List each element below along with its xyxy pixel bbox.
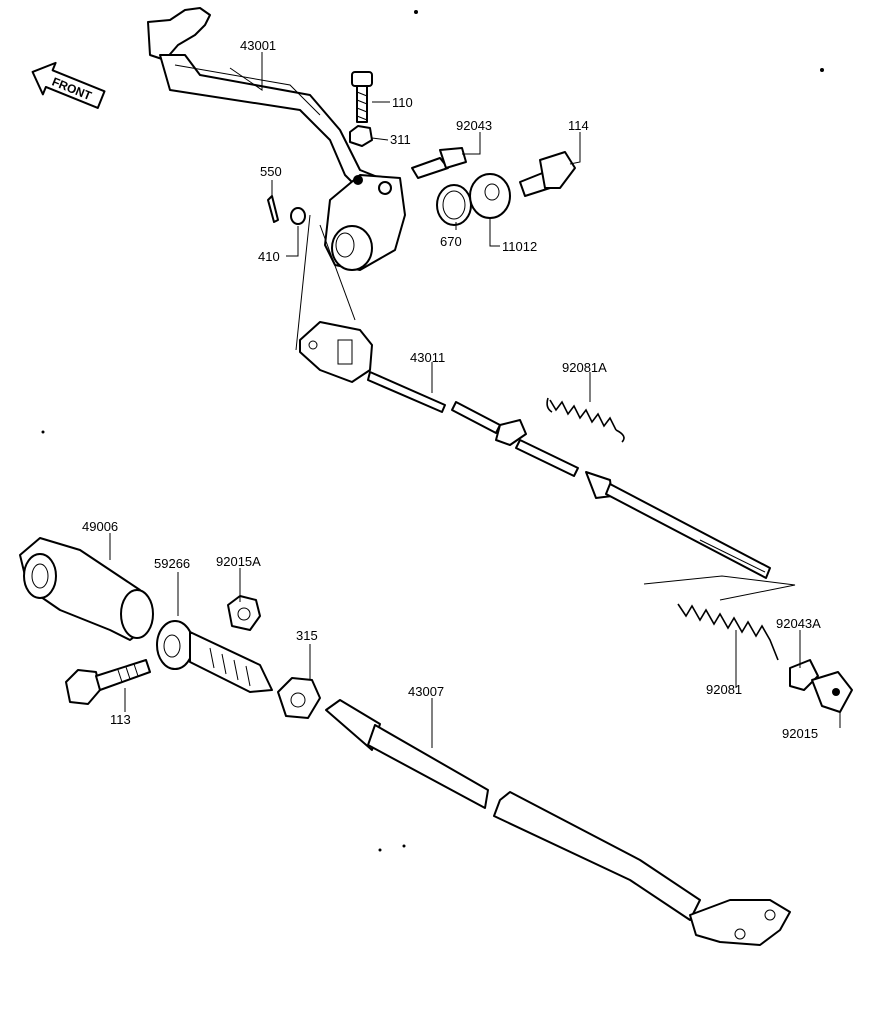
label-92015A: 92015A (216, 554, 261, 569)
label-11012: 11012 (502, 239, 537, 254)
rod-43011-part (367, 371, 771, 579)
leader-lines (109, 52, 841, 748)
bolt-110-part (351, 71, 373, 123)
label-315: 315 (296, 628, 318, 643)
pin-92043-part (411, 147, 467, 179)
boot-49006-part (19, 537, 154, 641)
label-670: 670 (440, 234, 462, 249)
spring-92081-part (677, 603, 779, 661)
label-110: 110 (392, 95, 413, 110)
rod-end-59266-part (156, 620, 273, 693)
label-92081: 92081 (706, 682, 742, 697)
label-92015: 92015 (782, 726, 818, 741)
cotter-pin-550-part (267, 195, 279, 223)
rod-43007-part (325, 699, 701, 921)
pin-92043A-part (789, 659, 819, 691)
label-92081A: 92081A (562, 360, 607, 375)
label-410: 410 (258, 249, 280, 264)
bolt-114-part (519, 151, 576, 197)
label-113: 113 (110, 712, 131, 727)
label-49006: 49006 (82, 519, 118, 534)
washer-410-part (290, 207, 306, 225)
clevis-end-part (689, 899, 791, 946)
cap-11012-part (469, 173, 511, 219)
label-550: 550 (260, 164, 282, 179)
nut-311-part (349, 125, 373, 147)
clevis-part (299, 321, 373, 383)
brake-pedal-part (147, 7, 406, 271)
label-43001: 43001 (240, 38, 276, 53)
label-92043A: 92043A (776, 616, 821, 631)
spring-92081A-part (546, 397, 625, 443)
nut-92015A-part (227, 595, 261, 631)
label-59266: 59266 (154, 556, 190, 571)
front-arrow-icon: FRONT (31, 61, 106, 109)
label-92043: 92043 (456, 118, 492, 133)
clip-92015-part (811, 671, 853, 713)
label-43007: 43007 (408, 684, 444, 699)
label-114: 114 (568, 118, 589, 133)
nut-315-part (277, 677, 321, 719)
label-43011: 43011 (410, 350, 445, 365)
bolt-113-part (65, 659, 151, 705)
label-311: 311 (390, 132, 411, 147)
